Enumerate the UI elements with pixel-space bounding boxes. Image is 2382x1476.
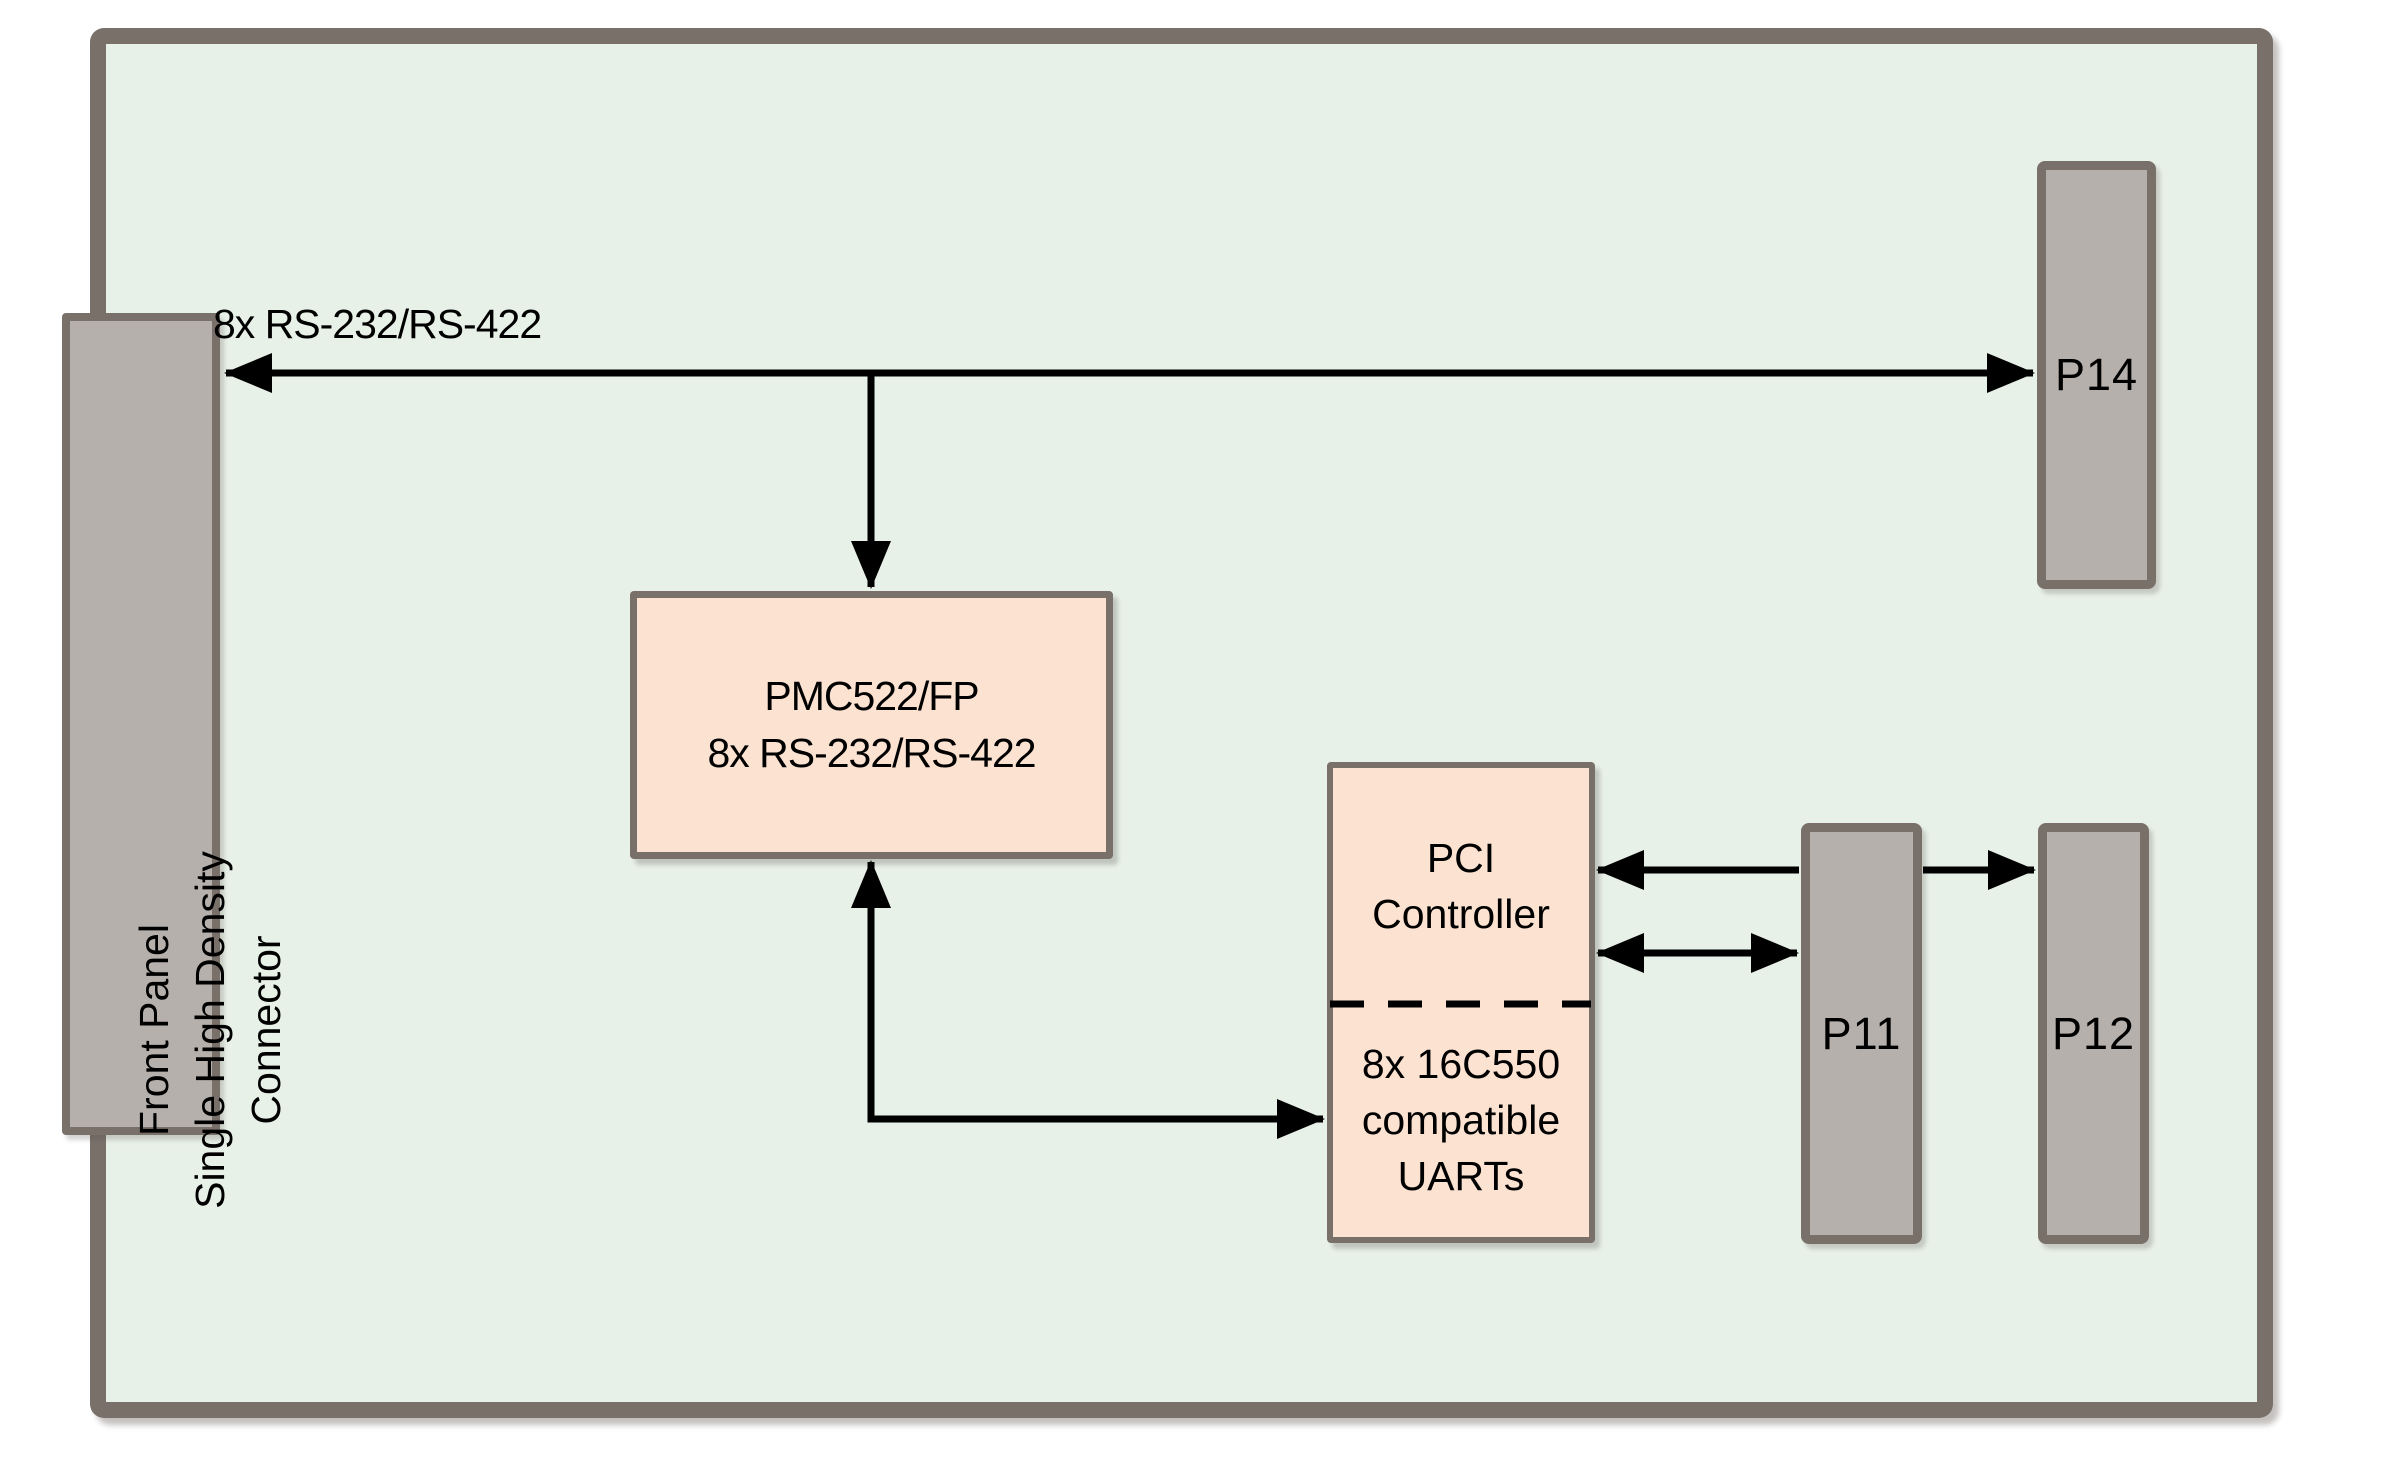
uart-label-line3: UARTs: [1397, 1153, 1525, 1200]
pcb-board-outline: [90, 28, 2273, 1418]
uart-section: 8x 16C550 compatible UARTs: [1333, 1004, 1589, 1237]
front-panel-connector: Front Panel Single High Density Connecto…: [62, 313, 289, 1209]
pci-label-line2: Controller: [1372, 890, 1550, 937]
uart-label-line2: compatible: [1361, 1097, 1561, 1144]
pci-controller-section: PCI Controller: [1333, 768, 1589, 1004]
pmc522-label-line1: PMC522/FP: [764, 673, 979, 719]
pmc522-label-line2: 8x RS-232/RS-422: [707, 730, 1036, 776]
connector-p14: P14: [2037, 161, 2156, 589]
front-panel-label-line1: Front Panel: [131, 924, 177, 1136]
front-panel-label-line2: Single High Density: [187, 851, 233, 1209]
bus-label-8x-rs232-rs422: 8x RS-232/RS-422: [213, 301, 542, 347]
pmc522-fp-module: PMC522/FP 8x RS-232/RS-422: [630, 591, 1113, 859]
connector-p11-label: P11: [1821, 1007, 1902, 1059]
front-panel-connector-label: Front Panel Single High Density Connecto…: [126, 615, 296, 1445]
pci-uart-module: PCI Controller 8x 16C550 compatible UART…: [1327, 762, 1595, 1243]
connector-p14-label: P14: [2054, 349, 2139, 400]
pci-label-line1: PCI: [1426, 834, 1496, 881]
connector-p12: P12: [2038, 823, 2149, 1244]
front-panel-label-line3: Connector: [243, 935, 289, 1125]
connector-p11: P11: [1801, 823, 1922, 1244]
uart-label-line1: 8x 16C550: [1361, 1041, 1561, 1088]
connector-p12-label: P12: [2051, 1007, 2136, 1059]
